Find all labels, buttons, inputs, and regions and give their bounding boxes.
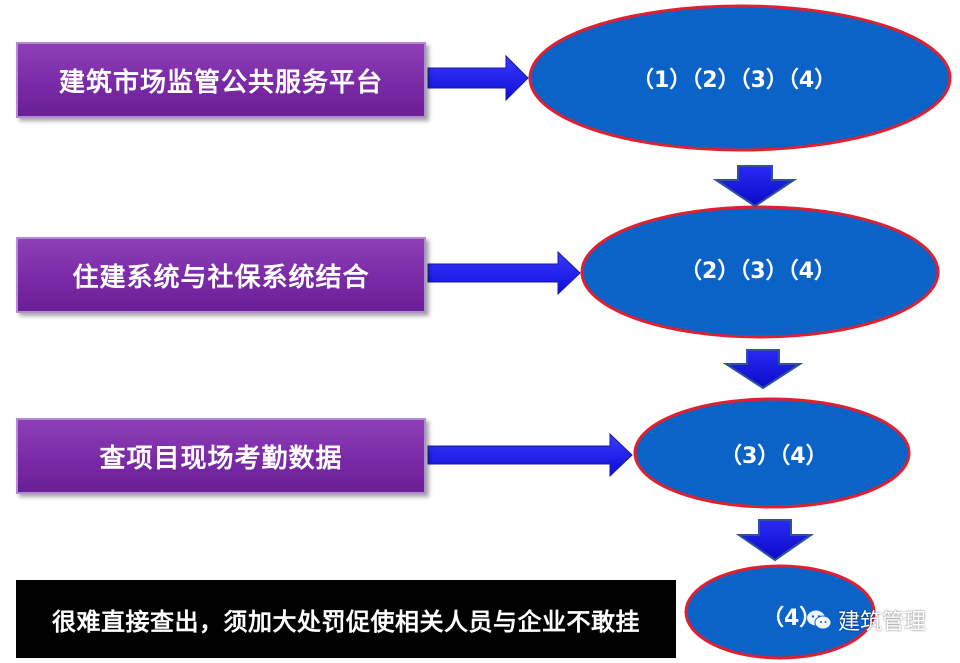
- result-ellipse-4: [684, 564, 876, 660]
- step-label-2: 住建系统与社保系统结合: [72, 262, 370, 293]
- result-text-3: （3）（4）: [720, 444, 828, 469]
- result-ellipse-1: [528, 4, 952, 152]
- result-ellipse-2: [580, 205, 940, 339]
- down-arrow-3: [735, 519, 815, 562]
- step-label-3: 查项目现场考勤数据: [99, 443, 343, 474]
- right-arrow-3: [427, 432, 633, 478]
- step-box-3: 查项目现场考勤数据: [16, 418, 426, 494]
- watermark: 建筑管理: [806, 604, 926, 636]
- down-arrow-1: [712, 165, 798, 208]
- result-text-2: （2）（3）（4）: [680, 259, 836, 284]
- result-text-1: （1）（2）（3）（4）: [632, 68, 837, 93]
- conclusion-box: 很难直接查出，须加大处罚促使相关人员与企业不敢挂: [16, 580, 676, 658]
- right-arrow-2: [427, 250, 581, 296]
- right-arrow-1: [427, 54, 529, 102]
- step-box-2: 住建系统与社保系统结合: [16, 237, 426, 313]
- step-label-1: 建筑市场监管公共服务平台: [58, 67, 383, 98]
- wechat-icon: [807, 610, 832, 630]
- conclusion-label: 很难直接查出，须加大处罚促使相关人员与企业不敢挂: [52, 607, 640, 636]
- down-arrow-2: [722, 349, 804, 390]
- step-box-1: 建筑市场监管公共服务平台: [16, 42, 426, 118]
- result-ellipse-3: [633, 397, 911, 509]
- watermark-text: 建筑管理: [838, 610, 927, 635]
